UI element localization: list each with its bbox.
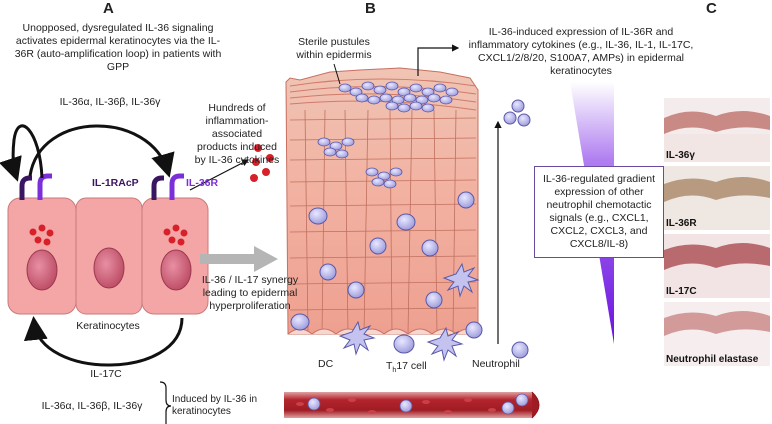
autoloop-arrow-left	[0, 124, 44, 182]
immune-cells-epidermis	[290, 191, 475, 331]
th17-label-sub: h	[392, 367, 397, 375]
dendritic-cells	[338, 262, 480, 362]
synergy-text: IL-36 / IL-17 synergy leading to epiderm…	[201, 274, 299, 312]
dc-label: DC	[318, 358, 334, 370]
keratinocyte-left	[7, 197, 77, 315]
micrograph-label-2: IL-36R	[666, 218, 697, 229]
th17-label: Th17 cell	[386, 360, 427, 374]
induced-brace	[159, 381, 172, 424]
micrograph-3	[664, 234, 770, 298]
gradient-box: IL-36-regulated gradient expression of o…	[534, 166, 664, 258]
panel-label-b: B	[365, 0, 376, 17]
pustule-cluster	[338, 81, 459, 113]
blood-vessel	[284, 391, 540, 419]
panel-label-c: C	[706, 0, 717, 17]
th17-label-rest: 17 cell	[396, 360, 427, 372]
bottom-loop-arrow	[23, 316, 184, 367]
products-arrow	[189, 159, 250, 191]
receptor-right	[151, 173, 184, 200]
micrograph-label-1: IL-36γ	[666, 150, 695, 161]
synergy-arrow	[200, 246, 278, 272]
th17-label-t: T	[386, 360, 393, 372]
expression-text: IL-36-induced expression of IL-36R and i…	[468, 26, 694, 77]
il1racp-label: IL-1RAcP	[92, 177, 139, 189]
neutrophil-label: Neutrophil	[472, 358, 520, 370]
il36r-label: IL-36R	[186, 177, 219, 189]
micrograph-1	[664, 98, 770, 162]
cytokines-bottom-label: IL-36α, IL-36β, IL-36γ	[41, 400, 143, 412]
epidermis	[285, 67, 479, 335]
expression-arrow	[417, 44, 460, 76]
receptor-left	[19, 173, 52, 200]
il17c-label: IL-17C	[90, 368, 122, 380]
pustule-cluster-lower	[317, 137, 403, 189]
products-text: Hundreds of inflammation-associated prod…	[194, 102, 280, 166]
th17-cells	[393, 321, 483, 354]
top-loop-arrow	[28, 124, 175, 178]
micrograph-2	[664, 166, 770, 230]
micrograph-label-3: IL-17C	[666, 286, 697, 297]
induced-label: Induced by IL-36 in keratinocytes	[172, 394, 258, 417]
panel-label-a: A	[103, 0, 114, 17]
keratinocytes-label: Keratinocytes	[76, 320, 140, 332]
keratinocyte-right	[141, 197, 209, 315]
cytokines-top-label: IL-36α, IL-36β, IL-36γ	[59, 96, 161, 108]
pustules-pointer	[333, 63, 341, 85]
pustules-label: Sterile pustules within epidermis	[296, 36, 372, 61]
micrograph-label-4: Neutrophil elastase	[666, 354, 759, 365]
micrograph-4	[664, 302, 770, 366]
keratinocyte-middle	[75, 197, 143, 315]
products-dots	[250, 144, 274, 182]
neutrophils-outside	[503, 99, 531, 359]
intro-text: Unopposed, dysregulated IL-36 signaling …	[14, 22, 222, 73]
